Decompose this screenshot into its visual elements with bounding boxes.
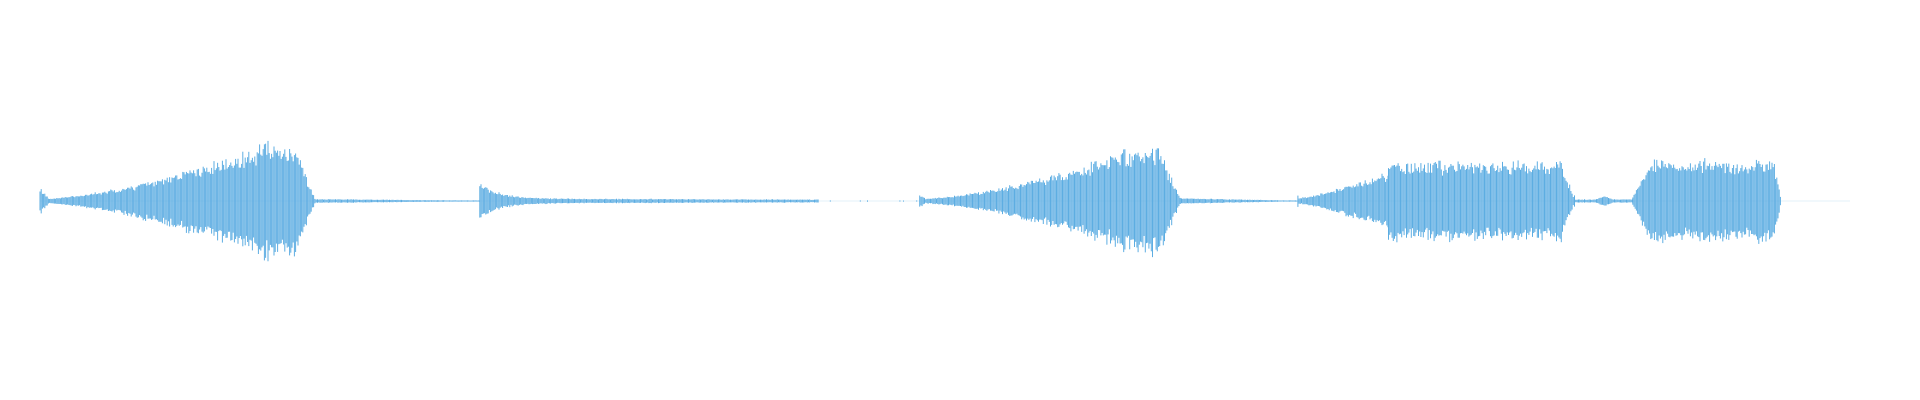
audio-waveform <box>39 140 1850 262</box>
